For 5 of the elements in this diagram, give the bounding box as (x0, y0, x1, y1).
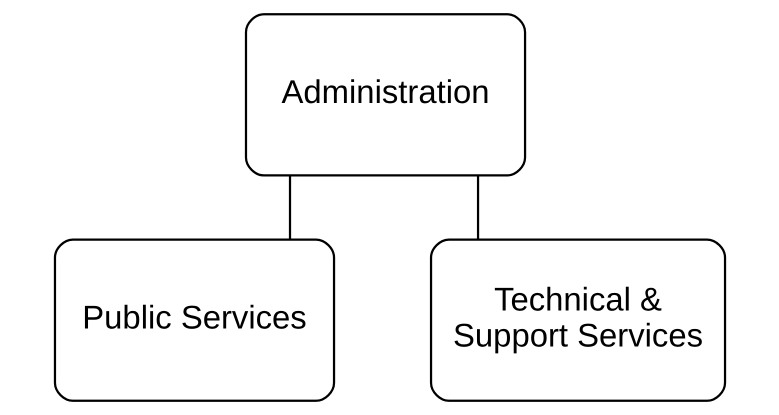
node-box: Public Services (53, 238, 335, 402)
connector (476, 176, 479, 240)
node-box: Administration (244, 13, 526, 177)
node-box: Technical & Support Services (429, 238, 726, 402)
connector (288, 176, 291, 240)
